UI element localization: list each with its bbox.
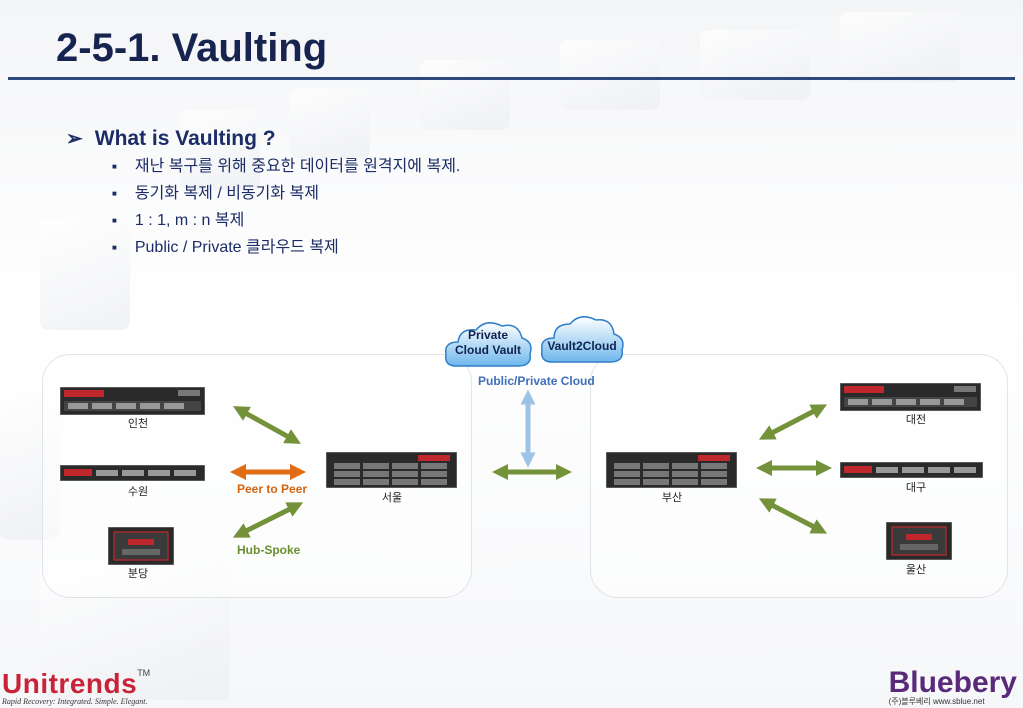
square-bullet-icon: ■ bbox=[112, 189, 117, 198]
server-desktop-bundang bbox=[108, 527, 174, 565]
background-cube bbox=[700, 30, 810, 100]
list-item: ■Public / Private 클라우드 복제 bbox=[112, 237, 460, 264]
section-heading-text: What is Vaulting ? bbox=[94, 126, 276, 150]
arrow-hub-spoke bbox=[232, 502, 304, 538]
hub-spoke-label: Hub-Spoke bbox=[237, 543, 301, 557]
site-label-incheon: 인천 bbox=[127, 418, 149, 430]
list-item: ■1 : 1, m : n 복제 bbox=[112, 210, 460, 237]
bluebery-tagline: (주)블루베리 www.sblue.net bbox=[888, 697, 985, 706]
title-underline bbox=[8, 77, 1015, 80]
background-cube bbox=[560, 40, 660, 110]
peer-to-peer-label: Peer to Peer bbox=[237, 482, 308, 496]
private-cloud-icon bbox=[444, 322, 532, 367]
bluebery-wordmark: Bluebery bbox=[888, 666, 1017, 699]
site-label-daegu: 대구 bbox=[905, 482, 927, 494]
unitrends-logo: UnitrendsTM Rapid Recovery: Integrated. … bbox=[2, 668, 150, 706]
server-1u-suwon bbox=[60, 465, 205, 481]
list-item: ■동기화 복제 / 비동기화 복제 bbox=[112, 183, 460, 210]
background-cube bbox=[40, 220, 130, 330]
background-cube bbox=[180, 110, 260, 190]
server-3u-busan bbox=[606, 452, 737, 488]
cloud-caption: Public/Private Cloud bbox=[478, 374, 595, 388]
list-item: ■재난 복구를 위해 중요한 데이터를 원격지에 복제. bbox=[112, 156, 460, 183]
server-1u-daegu bbox=[840, 462, 983, 478]
site-label-busan: 부산 bbox=[661, 492, 683, 504]
site-label-bundang: 분당 bbox=[127, 568, 149, 580]
bluebery-logo: Bluebery (주)블루베리 www.sblue.net bbox=[889, 666, 1017, 707]
trademark-mark: TM bbox=[137, 668, 151, 678]
arrow-busan-ulsan bbox=[758, 498, 828, 534]
vault2cloud-label: Vault2Cloud bbox=[547, 339, 617, 353]
private-cloud-label: Private Cloud Vault bbox=[455, 328, 521, 357]
server-1u-incheon bbox=[60, 387, 205, 415]
background-cube bbox=[420, 60, 510, 130]
section-heading: ➢ What is Vaulting ? bbox=[66, 126, 276, 151]
arrow-bullet-icon: ➢ bbox=[66, 128, 83, 150]
square-bullet-icon: ■ bbox=[112, 216, 117, 225]
square-bullet-icon: ■ bbox=[112, 243, 117, 252]
arrow-incheon-seoul bbox=[233, 406, 301, 444]
site-label-suwon: 수원 bbox=[127, 486, 149, 498]
arrow-busan-daejeon bbox=[758, 404, 828, 440]
slide-title: 2-5-1. Vaulting bbox=[56, 26, 328, 70]
square-bullet-icon: ■ bbox=[112, 162, 117, 171]
background-cube bbox=[840, 12, 960, 82]
bullet-list: ■재난 복구를 위해 중요한 데이터를 원격지에 복제. ■동기화 복제 / 비… bbox=[112, 156, 460, 264]
unitrends-wordmark: Unitrends bbox=[2, 668, 138, 699]
unitrends-tagline: Rapid Recovery: Integrated. Simple. Eleg… bbox=[2, 697, 148, 706]
server-3u-seoul bbox=[326, 452, 457, 488]
server-desktop-ulsan bbox=[886, 522, 952, 560]
site-label-daejeon: 대전 bbox=[905, 414, 927, 426]
site-label-ulsan: 울산 bbox=[905, 564, 927, 576]
site-label-seoul: 서울 bbox=[381, 492, 403, 504]
background-cube bbox=[290, 88, 370, 158]
vault2cloud-icon bbox=[540, 316, 624, 363]
server-1u-daejeon bbox=[840, 383, 981, 411]
